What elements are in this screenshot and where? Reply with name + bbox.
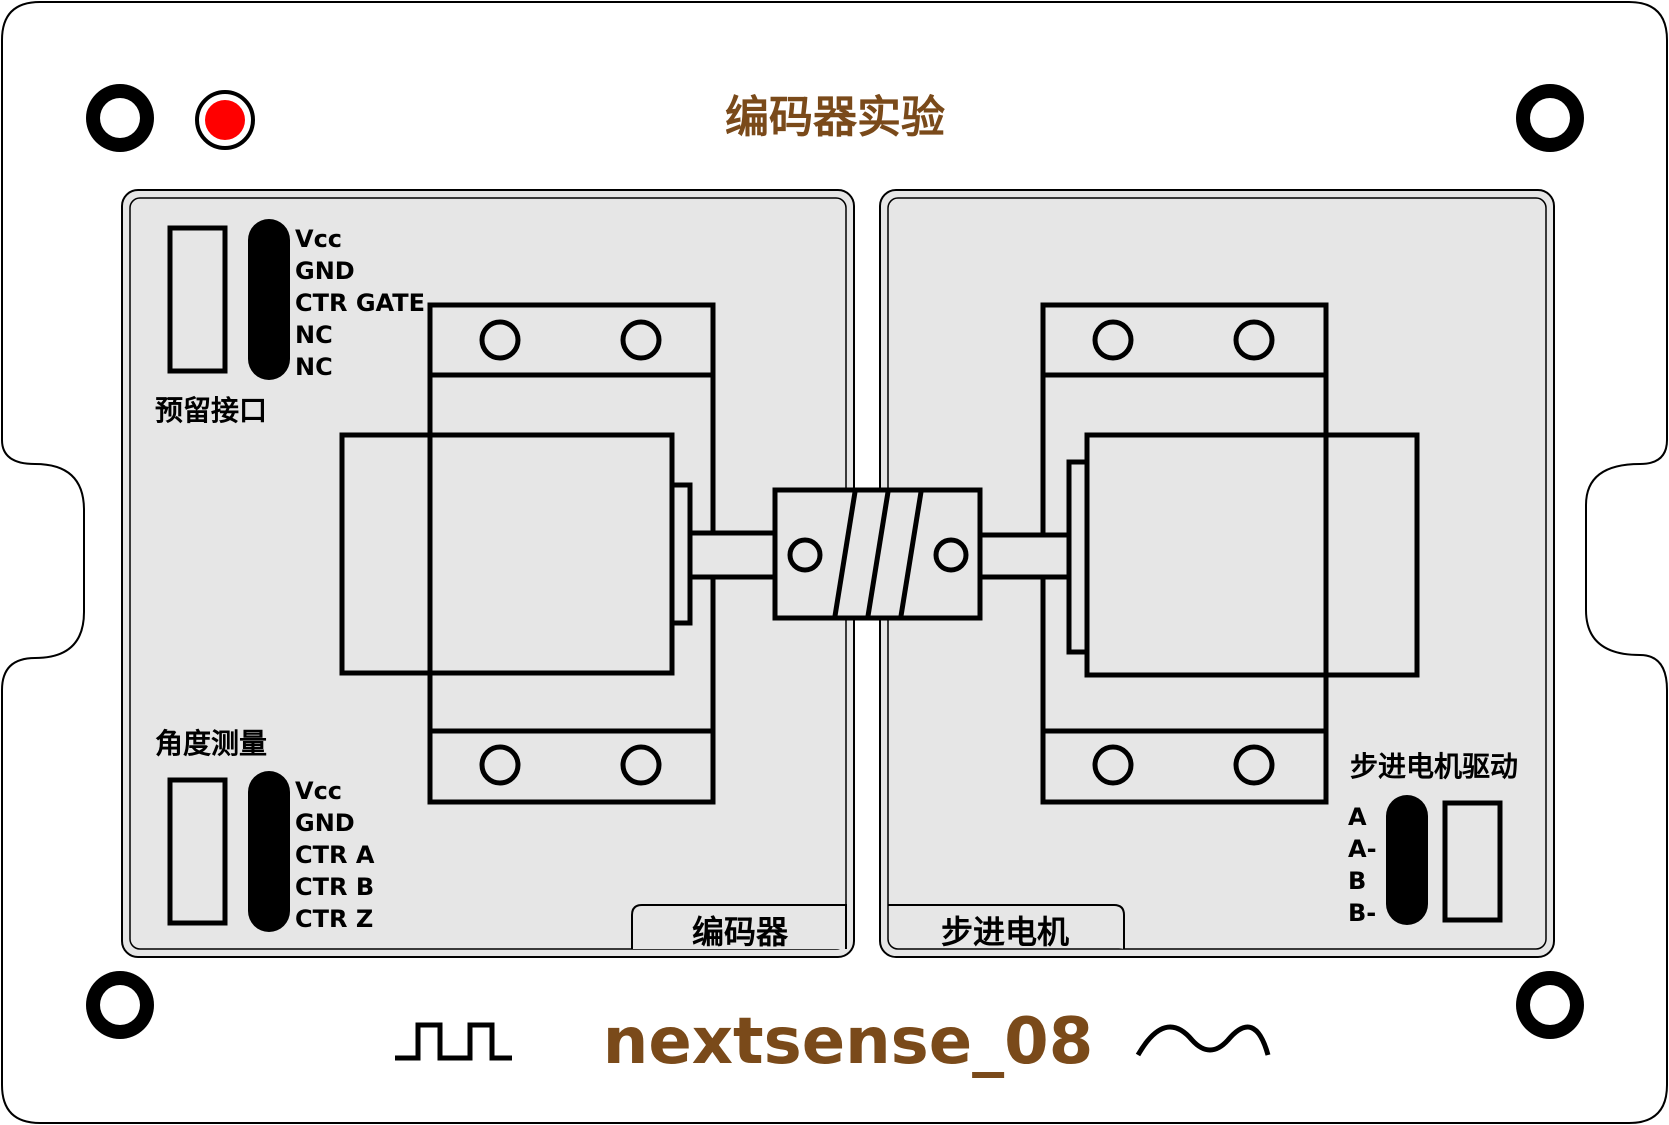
reserved-pin-label: CTR GATE [295, 289, 425, 317]
shaft-coupling [772, 487, 983, 621]
reserved-pin-label: Vcc [295, 225, 342, 253]
reserved-port-pin-labels: Vcc GND CTR GATE NC NC [295, 225, 425, 381]
stepper-driver-label: 步进电机驱动 [1350, 750, 1518, 783]
angle-measure-connector[interactable] [167, 771, 290, 932]
brand-name: nextsense_08 [603, 1005, 1093, 1079]
angle-pin-label: Vcc [295, 777, 342, 805]
mounting-hole-top-left [86, 84, 154, 152]
stepper-driver-pin-labels: A A- B B- [1348, 803, 1377, 927]
encoder-tab: 编码器 [631, 904, 847, 951]
reserved-pin-label: NC [295, 321, 333, 349]
stepper-driver-connector[interactable] [1386, 795, 1503, 925]
stepper-tab: 步进电机 [888, 904, 1125, 951]
angle-measure-pin-labels: Vcc GND CTR A CTR B CTR Z [295, 777, 375, 933]
board-title: 编码器实验 [725, 92, 945, 143]
angle-pin-label: GND [295, 809, 355, 837]
mounting-hole-top-right [1516, 84, 1584, 152]
mounting-hole-bottom-right [1516, 971, 1584, 1039]
stepper-pin-label: A- [1348, 835, 1377, 863]
angle-measure-label: 角度测量 [155, 727, 267, 760]
reserved-port-label: 预留接口 [155, 394, 267, 427]
encoder-tab-label: 编码器 [692, 913, 789, 951]
reserved-pin-label: GND [295, 257, 355, 285]
angle-pin-label: CTR B [295, 873, 374, 901]
sine-wave-icon [1135, 1024, 1271, 1057]
reserved-pin-label: NC [295, 353, 333, 381]
stepper-pin-label: A [1348, 803, 1367, 831]
stepper-pin-label: B- [1348, 899, 1376, 927]
angle-pin-label: CTR Z [295, 905, 373, 933]
stepper-motor-drawing [977, 302, 1420, 805]
encoder-drawing [339, 302, 778, 805]
stepper-pin-label: B [1348, 867, 1366, 895]
reserved-port-connector[interactable] [167, 219, 290, 380]
led-indicator-icon [195, 90, 255, 150]
square-wave-icon [395, 1022, 512, 1061]
mounting-hole-bottom-left [86, 971, 154, 1039]
angle-pin-label: CTR A [295, 841, 375, 869]
stepper-tab-label: 步进电机 [941, 913, 1069, 951]
